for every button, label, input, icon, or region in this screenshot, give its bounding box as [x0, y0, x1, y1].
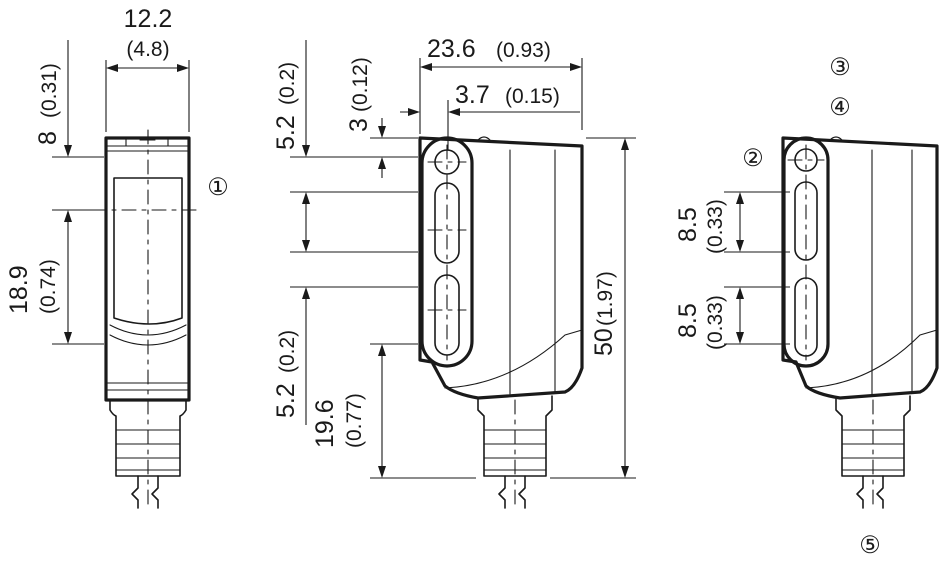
- dim-slot-bottom-value: 5.2: [272, 383, 300, 418]
- dim-top-offset-inch: (0.31): [38, 63, 61, 118]
- dim-height-value: 50: [590, 328, 618, 356]
- dim-slot-bottom-inch: (0.2): [276, 330, 299, 373]
- side-housing-outline: [418, 136, 584, 400]
- dim-total-height: 50 (1.97): [550, 137, 636, 479]
- dim-slot1-inch: (0.33): [704, 199, 727, 254]
- side-mounting-plate: [420, 136, 474, 368]
- callout-4-label: ④: [829, 94, 851, 121]
- dim-lower-inch: (0.77): [343, 393, 366, 448]
- dim-width-inch: (4.8): [126, 38, 169, 61]
- callout-1: ①: [207, 174, 229, 201]
- back-housing-outline: [781, 136, 939, 400]
- dim-top-gap-value: 3: [345, 118, 373, 132]
- front-connector: [109, 399, 187, 477]
- dim-lens-height-inch: (0.74): [37, 259, 60, 314]
- dim-hole-offset-value: 3.7: [455, 81, 490, 109]
- dim-hole-offset-inch: (0.15): [505, 85, 560, 108]
- dim-top-gap-inch: (0.12): [349, 57, 372, 112]
- callout-3-label: ③: [829, 54, 851, 81]
- callout-2-label: ②: [742, 145, 764, 172]
- side-connector: [477, 395, 553, 477]
- side-view: [418, 136, 584, 509]
- dim-side-vertical: 3 (0.12) 5.2 (0.2) 5.2 (0.2) 19.6 (0.77): [272, 40, 476, 479]
- dim-width-value: 12.2: [124, 5, 173, 33]
- side-cable: [498, 475, 526, 509]
- dim-slot-top-inch: (0.2): [276, 62, 299, 105]
- dim-lens-height-value: 18.9: [5, 265, 33, 314]
- dim-back-slots: 8.5 (0.33) 8.5 (0.33): [674, 191, 790, 350]
- dim-slot2-value: 8.5: [674, 303, 702, 338]
- dim-top-offset-value: 8: [34, 131, 62, 145]
- front-cable: [131, 475, 159, 509]
- dim-slot1-value: 8.5: [674, 207, 702, 242]
- callout-5-label: ⑤: [859, 532, 881, 559]
- dim-side-horizontal: 23.6 (0.93) 3.7 (0.15): [400, 35, 583, 150]
- front-view: [91, 129, 201, 509]
- dim-lower-value: 19.6: [311, 399, 339, 448]
- dim-front-vertical: 8 (0.31) 18.9 (0.74): [5, 40, 104, 345]
- dim-depth-value: 23.6: [427, 35, 476, 63]
- callout-1-label: ①: [207, 174, 229, 201]
- dim-width: 12.2 (4.8): [105, 5, 190, 132]
- dim-slot2-inch: (0.33): [704, 295, 727, 350]
- dim-depth-inch: (0.93): [496, 39, 551, 62]
- back-connector: [835, 395, 911, 477]
- back-cable: [856, 475, 884, 509]
- dim-slot-top-value: 5.2: [272, 115, 300, 150]
- callouts-back: ② ③ ④ ⑤: [742, 54, 881, 559]
- dim-height-inch: (1.97): [594, 271, 617, 326]
- back-view: [781, 136, 939, 509]
- front-lens-window: [113, 177, 183, 325]
